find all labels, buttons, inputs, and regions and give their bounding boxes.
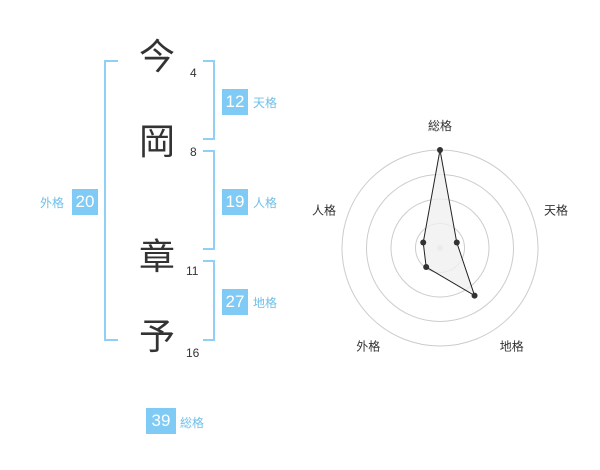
stroke-count-4: 16 bbox=[186, 346, 200, 360]
chikaku-value: 27 bbox=[222, 289, 248, 315]
radar-data-point bbox=[437, 147, 443, 153]
tenkaku-label: 天格 bbox=[253, 96, 278, 110]
radar-data-point bbox=[471, 292, 478, 299]
radar-axis-label: 人格 bbox=[312, 202, 336, 217]
radar-data-polygon bbox=[422, 149, 476, 297]
chikaku-label: 地格 bbox=[253, 296, 278, 310]
name-char-2: 岡 bbox=[138, 122, 175, 163]
gaikaku-label: 外格 bbox=[40, 196, 65, 210]
radar-axis-label: 外格 bbox=[356, 339, 380, 354]
chikaku-bracket bbox=[203, 260, 215, 341]
tenkaku-value: 12 bbox=[222, 89, 248, 115]
jinkaku-value: 19 bbox=[222, 189, 248, 215]
stroke-count-3: 11 bbox=[186, 264, 199, 278]
stroke-count-2: 8 bbox=[190, 145, 197, 159]
tenkaku-bracket bbox=[203, 60, 215, 140]
name-char-3: 章 bbox=[138, 237, 175, 278]
radar-data-point bbox=[423, 264, 430, 271]
gaikaku-bracket bbox=[104, 60, 118, 341]
name-char-1: 今 bbox=[138, 37, 175, 78]
name-char-4: 予 bbox=[138, 317, 175, 358]
stroke-count-1: 4 bbox=[190, 66, 197, 80]
radar-data-point bbox=[420, 239, 427, 246]
radar-axis-label: 地格 bbox=[500, 339, 524, 354]
soukaku-label: 総格 bbox=[180, 416, 205, 430]
radar-axis-label: 天格 bbox=[544, 202, 568, 217]
radar-data-point bbox=[453, 239, 460, 246]
jinkaku-label: 人格 bbox=[253, 196, 278, 210]
radar-axis-label: 総格 bbox=[428, 118, 452, 133]
gaikaku-value: 20 bbox=[72, 189, 98, 215]
jinkaku-bracket bbox=[203, 150, 215, 250]
soukaku-value: 39 bbox=[146, 408, 176, 434]
